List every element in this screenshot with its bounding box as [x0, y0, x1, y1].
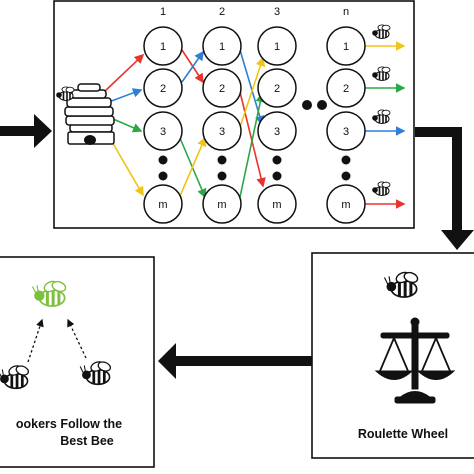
- ellipsis-dot: [317, 100, 327, 110]
- node-2-2-label: 2: [219, 83, 225, 95]
- input-arrow: [0, 114, 52, 148]
- vertical-dot: [341, 155, 351, 165]
- vertical-dot: [341, 171, 351, 181]
- onlookers-label-line1: ookers Follow the: [16, 417, 122, 431]
- roulette-wheel-label: Roulette Wheel: [358, 427, 448, 441]
- node-3-1: [257, 26, 297, 66]
- best-bee-icon: [31, 280, 67, 307]
- column-ellipsis: [302, 100, 327, 110]
- node-2-m: [202, 184, 242, 224]
- beehive-icon: [55, 83, 115, 145]
- ellipsis-dot: [302, 100, 312, 110]
- node-n-1: [326, 26, 366, 66]
- node-1-2-label: 2: [160, 83, 166, 95]
- vertical-dot: [217, 171, 227, 181]
- follow-arrow-left: [27, 318, 44, 363]
- vertical-dot: [158, 171, 168, 181]
- column-headers: 1 2 3 n: [160, 6, 349, 18]
- node-1-3: [143, 111, 183, 151]
- arrow-2-to-m3: [239, 91, 266, 188]
- node-n-3-label: 3: [343, 126, 349, 138]
- arrow-m-to-2c: [239, 92, 266, 198]
- node-1-m-label: m: [158, 199, 167, 211]
- node-column-2: 1 2 3 m: [202, 26, 242, 224]
- column-header-2: 2: [219, 6, 225, 18]
- node-3-2-label: 2: [274, 83, 280, 95]
- arrow-hive-to-2: [105, 88, 143, 104]
- node-3-3-label: 3: [274, 126, 280, 138]
- node-column-n: 1 2 3 m: [326, 26, 366, 224]
- node-2-2: [202, 68, 242, 108]
- node-1-2: [143, 68, 183, 108]
- follow-arrow-right: [67, 318, 87, 359]
- node-1-3-label: 3: [160, 126, 166, 138]
- right-to-left-arrow: [158, 343, 312, 379]
- node-2-3-label: 3: [219, 126, 225, 138]
- column-header-3: 3: [274, 6, 280, 18]
- node-1-m: [143, 184, 183, 224]
- vertical-dot: [272, 155, 282, 165]
- node-2-1-label: 1: [219, 41, 225, 53]
- node-2-1: [202, 26, 242, 66]
- balance-scale-icon: [374, 317, 456, 404]
- top-to-right-arrow: [415, 127, 474, 250]
- node-1-1: [143, 26, 183, 66]
- vertical-dot: [272, 171, 282, 181]
- node-n-m: [326, 184, 366, 224]
- node-3-m-label: m: [272, 199, 281, 211]
- node-3-1-label: 1: [274, 41, 280, 53]
- vertical-dot: [158, 155, 168, 165]
- node-n-3: [326, 111, 366, 151]
- node-3-2: [257, 68, 297, 108]
- column-header-n: n: [343, 6, 349, 18]
- arrow-2-to-1: [181, 50, 204, 83]
- node-column-3: 1 2 3 m: [257, 26, 297, 224]
- onlookers-label-line2: Best Bee: [60, 434, 114, 448]
- column-header-1: 1: [160, 6, 166, 18]
- node-n-1-label: 1: [343, 41, 349, 53]
- vertical-dot: [217, 155, 227, 165]
- search-arrows: [103, 41, 406, 209]
- arrow-m-to-3: [179, 136, 207, 197]
- node-n-2: [326, 68, 366, 108]
- node-2-3: [202, 111, 242, 151]
- node-3-3: [257, 111, 297, 151]
- node-1-1-label: 1: [160, 41, 166, 53]
- node-n-m-label: m: [341, 199, 350, 211]
- arrow-3-to-1c: [239, 56, 266, 128]
- arrow-hive-to-1: [103, 53, 145, 93]
- node-2-m-label: m: [217, 199, 226, 211]
- node-n-2-label: 2: [343, 83, 349, 95]
- left-panel: [0, 256, 155, 468]
- node-column-1: 1 2 3 m: [143, 26, 183, 224]
- node-3-m: [257, 184, 297, 224]
